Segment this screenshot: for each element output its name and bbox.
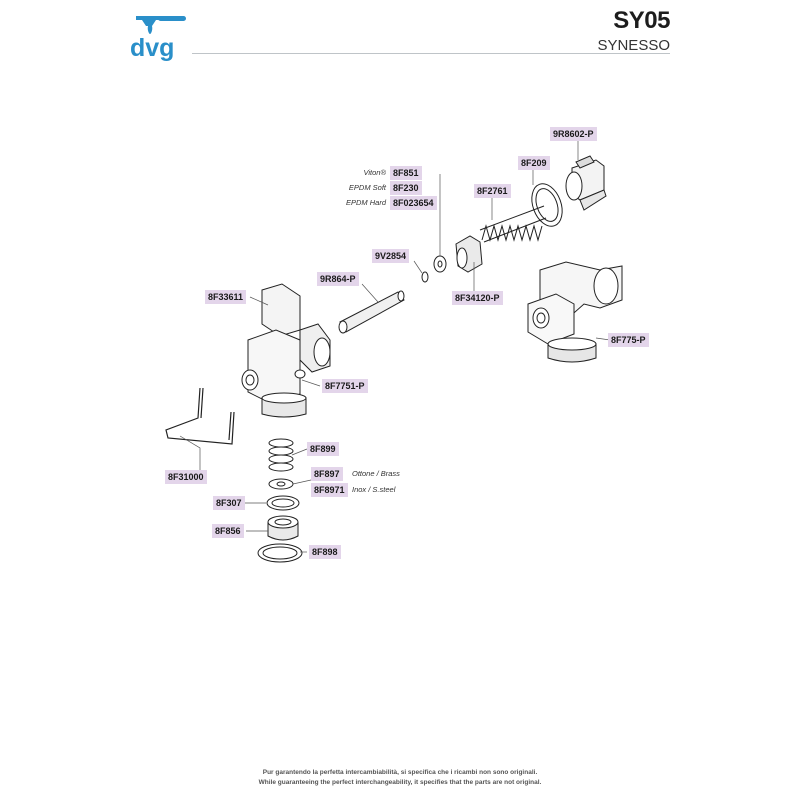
part-8F899-drawing	[268, 438, 294, 472]
part-9R8602P-drawing	[565, 155, 607, 211]
callout-9R8602P: 9R8602-P	[550, 127, 597, 141]
note-brass: Ottone / Brass	[352, 469, 400, 478]
footer-italian: Pur garantendo la perfetta intercambiabi…	[262, 769, 538, 776]
model-code: SY05	[613, 7, 670, 34]
callout-9R864P: 9R864-P	[317, 272, 359, 286]
note-steel: Inox / S.steel	[352, 485, 396, 494]
callout-8F307: 8F307	[213, 496, 245, 510]
note-epdm-soft: EPDM Soft	[348, 183, 386, 192]
part-8F7751P-drawing	[261, 392, 307, 418]
note-viton: Viton®	[363, 168, 387, 177]
dvg-logo: dvg	[130, 16, 186, 62]
part-8F209-drawing	[531, 183, 563, 227]
part-8F2761-drawing	[479, 205, 547, 243]
note-epdm-hard: EPDM Hard	[345, 198, 386, 207]
callout-8F34120P: 8F34120-P	[452, 291, 503, 305]
callout-8F775P: 8F775-P	[608, 333, 649, 347]
callout-8F33611: 8F33611	[205, 290, 247, 304]
svg-text:dvg: dvg	[130, 34, 174, 62]
callout-8F856: 8F856	[212, 524, 244, 538]
callout-8F898: 8F898	[309, 545, 341, 559]
part-8F856-drawing	[267, 515, 299, 541]
part-8F775P-drawing	[527, 261, 623, 363]
part-8F34120P-drawing	[455, 235, 483, 273]
part-8F33611-drawing	[241, 283, 331, 405]
callout-9V2854: 9V2854	[372, 249, 410, 263]
callout-8F023654: 8F023654	[390, 196, 437, 210]
footer-english: While guaranteeing the perfect interchan…	[258, 779, 542, 786]
part-9R864P-drawing	[338, 290, 405, 334]
callout-8F230: 8F230	[390, 181, 422, 195]
callout-8F851: 8F851	[390, 166, 422, 180]
callout-8F7751P: 8F7751-P	[322, 379, 368, 393]
callout-8F899: 8F899	[307, 442, 339, 456]
callout-8F2761: 8F2761	[474, 184, 511, 198]
part-8F31000-drawing	[165, 387, 235, 445]
header-rule	[192, 53, 670, 54]
callout-8F31000: 8F31000	[165, 470, 207, 484]
part-9V2854-drawing	[421, 271, 429, 283]
brand-name: SYNESSO	[597, 37, 670, 54]
callout-8F897: 8F897	[311, 467, 343, 481]
callout-8F209: 8F209	[518, 156, 550, 170]
callout-8F8971: 8F8971	[311, 483, 348, 497]
